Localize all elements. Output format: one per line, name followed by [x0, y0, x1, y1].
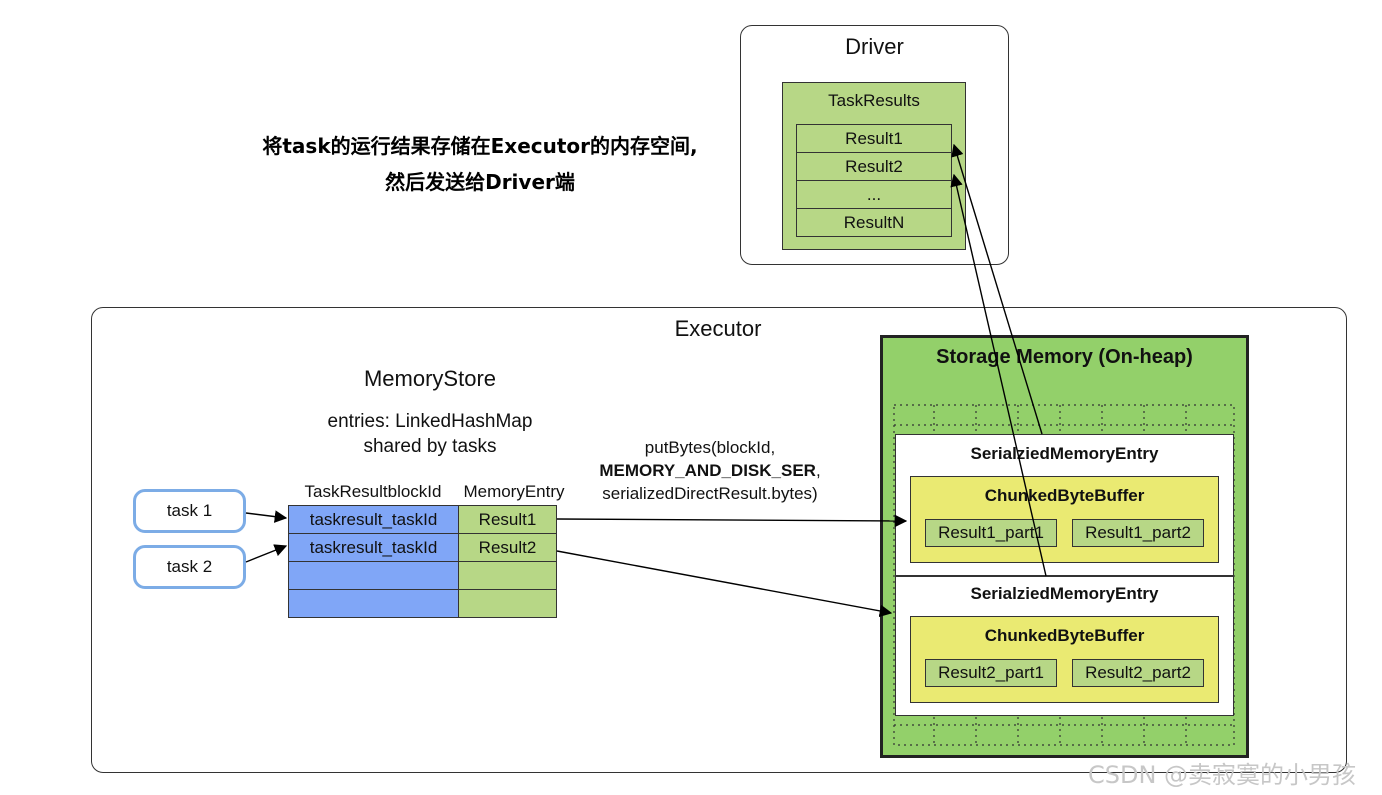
put-bytes-label-1: putBytes(blockId, [644, 438, 776, 457]
driver-result-row: ... [796, 180, 952, 209]
put-bytes-comma: , [815, 461, 821, 480]
buffer-part: Result2_part1 [925, 659, 1057, 687]
column-header-memory-entry: MemoryEntry [463, 482, 565, 501]
table-row-entry: Result1 [458, 505, 557, 534]
table-row-blockid: taskresult_taskId [288, 533, 459, 562]
put-bytes-label-2: MEMORY_AND_DISK_SER, [540, 460, 880, 482]
chunked-byte-buffer-title: ChunkedByteBuffer [984, 486, 1145, 505]
buffer-part: Result1_part2 [1072, 519, 1204, 547]
buffer-part: Result1_part1 [925, 519, 1057, 547]
driver-result-row: Result1 [796, 124, 952, 153]
driver-result-row: ResultN [796, 208, 952, 237]
driver-result-row: Result2 [796, 152, 952, 181]
column-header-blockid: TaskResultblockId [304, 482, 442, 501]
memory-store-desc-1: entries: LinkedHashMap [327, 411, 533, 432]
annotation-line-1: 将task的运行结果存储在Executor的内存空间, [262, 134, 698, 158]
table-row-blockid [288, 589, 459, 618]
memory-store-desc-2: shared by tasks [363, 436, 497, 457]
table-row-entry [458, 561, 557, 590]
put-bytes-label-3: serializedDirectResult.bytes) [602, 484, 818, 503]
serialized-memory-entry-title: SerialziedMemoryEntry [970, 584, 1159, 603]
annotation-line-2: 然后发送给Driver端 [385, 170, 575, 194]
buffer-part: Result2_part2 [1072, 659, 1204, 687]
driver-title: Driver [845, 34, 904, 59]
task-node: task 2 [133, 545, 246, 589]
table-row-blockid: taskresult_taskId [288, 505, 459, 534]
watermark: CSDN @卖寂寞的小男孩 [1088, 761, 1357, 789]
executor-title: Executor [674, 316, 762, 341]
memory-store-title: MemoryStore [363, 366, 497, 391]
table-row-entry [458, 589, 557, 618]
table-row-blockid [288, 561, 459, 590]
task-results-label: TaskResults [828, 91, 920, 110]
chunked-byte-buffer-title: ChunkedByteBuffer [984, 626, 1145, 645]
task-node: task 1 [133, 489, 246, 533]
table-row-entry: Result2 [458, 533, 557, 562]
put-bytes-storage-level: MEMORY_AND_DISK_SER [599, 461, 816, 480]
serialized-memory-entry-title: SerialziedMemoryEntry [970, 444, 1159, 463]
